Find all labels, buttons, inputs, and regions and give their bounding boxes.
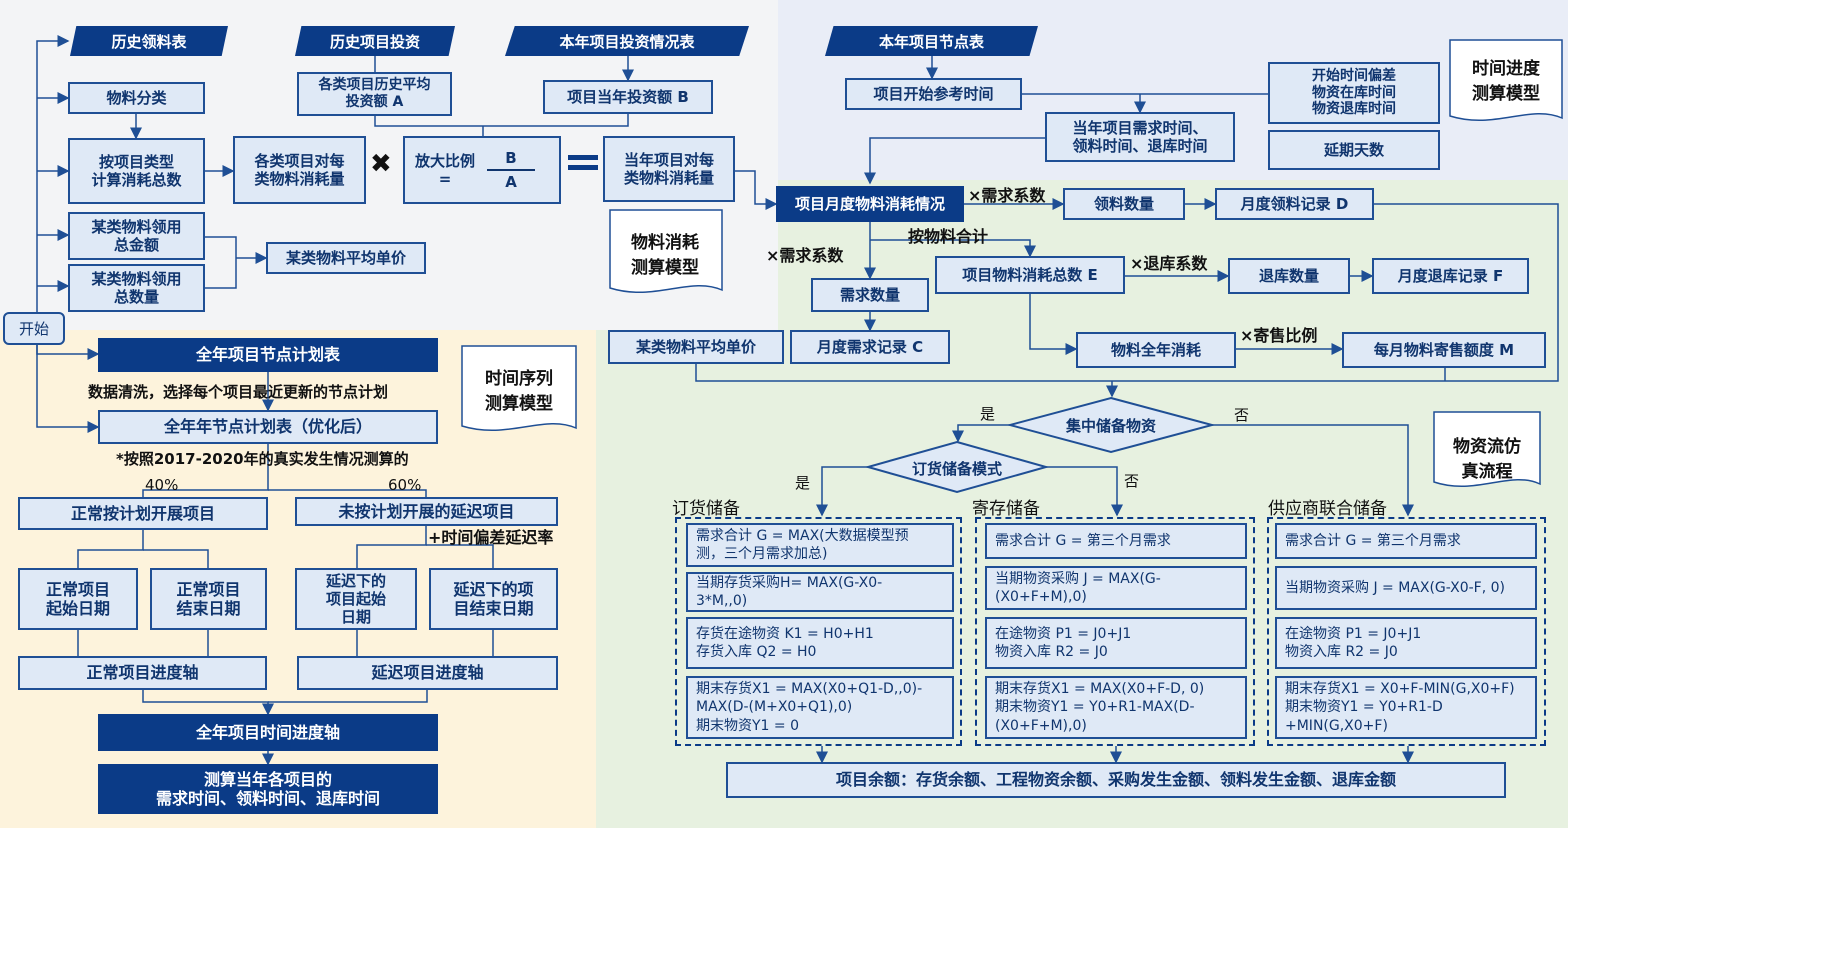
order-row-2: 当期存货采购H= MAX(G-X0- 3*M,,0) — [686, 572, 954, 612]
sim-model-label: 物资流仿 真流程 — [1453, 437, 1521, 482]
normal-progress-axis: 正常项目进度轴 — [18, 656, 267, 690]
material-unit-price: 某类物料平均单价 — [266, 242, 426, 274]
col-consign-frame — [975, 517, 1255, 746]
optimized-plan: 全年年节点计划表（优化后） — [98, 410, 438, 444]
consign-row-2: 当期物资采购 J = MAX(G- (X0+F+M),0) — [985, 566, 1247, 610]
issue-quantity: 领料数量 — [1063, 188, 1185, 220]
monthly-issue-record: 月度领料记录 D — [1215, 188, 1374, 220]
consign-row-4: 期末存货X1 = MAX(X0+F-D, 0) 期末物资Y1 = Y0+R1-M… — [985, 676, 1247, 739]
normal-end-date: 正常项目 结束日期 — [150, 568, 267, 630]
cur-each-consumption: 当年项目对每 类物料消耗量 — [603, 136, 735, 202]
calc-times: 测算当年各项目的 需求时间、领料时间、退库时间 — [98, 764, 438, 814]
time-offsets: 开始时间偏差 物资在库时间 物资退库时间 — [1268, 62, 1440, 124]
hist-each-consumption: 各类项目对每 类物料消耗量 — [233, 136, 366, 204]
x-return-factor: ×退库系数 — [1130, 254, 1208, 273]
delay-days: 延期天数 — [1268, 130, 1440, 170]
issue-total-amount: 某类物料领用 总金额 — [68, 212, 205, 260]
delayed-progress-axis: 延迟项目进度轴 — [297, 656, 558, 690]
project-balance: 项目余额：存货余额、工程物资余额、采购发生金额、领料发生金额、退库金额 — [726, 762, 1506, 798]
annual-consumption: 物料全年消耗 — [1076, 332, 1236, 368]
annual-time-axis: 全年项目时间进度轴 — [98, 714, 438, 751]
seq-model-label: 时间序列 测算模型 — [485, 369, 553, 414]
delay-rate: +时间偏差延迟率 — [428, 528, 554, 547]
order-row-4: 期末存货X1 = MAX(X0+Q1-D,,0)- MAX(D-(M+X0+Q1… — [686, 676, 954, 739]
x-demand-factor-1: ×需求系数 — [968, 186, 1046, 205]
hist-investment-header: 历史项目投资 — [295, 26, 455, 56]
consign-row-3: 在途物资 P1 = J0+J1 物资入库 R2 = J0 — [985, 617, 1247, 669]
start-node: 开始 — [3, 312, 65, 345]
annual-node-plan: 全年项目节点计划表 — [98, 338, 438, 372]
node-table-header: 本年项目节点表 — [825, 26, 1038, 56]
joint-row-4: 期末存货X1 = X0+F-MIN(G,X0+F) 期末物资Y1 = Y0+R1… — [1275, 676, 1537, 739]
total-consumption-e: 项目物料消耗总数 E — [935, 256, 1125, 294]
col-joint-title: 供应商联合储备 — [1268, 499, 1387, 519]
source-note: *按照2017-2020年的真实发生情况测算的 — [116, 450, 409, 468]
delayed-end-date: 延迟下的项 目结束日期 — [429, 568, 558, 630]
demand-quantity: 需求数量 — [811, 278, 929, 312]
col-joint-frame — [1267, 517, 1546, 746]
cur-investment-amount: 项目当年投资额 B — [543, 80, 713, 114]
monthly-demand-record: 月度需求记录 C — [790, 330, 950, 364]
ratio-eq: = — [438, 170, 452, 188]
issue-total-quantity: 某类物料领用 总数量 — [68, 264, 205, 312]
joint-row-3: 在途物资 P1 = J0+J1 物资入库 R2 = J0 — [1275, 617, 1537, 669]
delayed-projects: 未按计划开展的延迟项目 — [295, 497, 558, 526]
ratio-label: 放大比例 — [415, 152, 476, 170]
x-consign-ratio: ×寄售比例 — [1240, 326, 1318, 345]
material-model-label: 物料消耗 测算模型 — [631, 233, 699, 278]
order-row-3: 存货在途物资 K1 = H0+H1 存货入库 Q2 = H0 — [686, 617, 954, 669]
joint-row-1: 需求合计 G = 第三个月需求 — [1275, 523, 1537, 559]
pct-normal: 40% — [145, 476, 179, 494]
normal-projects: 正常按计划开展项目 — [18, 497, 268, 530]
by-material-total: 按物料合计 — [908, 227, 989, 246]
central-reserve-decision: 集中储备物资 — [1065, 417, 1156, 435]
time-model-label: 时间进度 测算模型 — [1472, 59, 1540, 104]
col-order-frame — [675, 517, 962, 746]
material-classify: 物料分类 — [68, 82, 205, 114]
monthly-consumption: 项目月度物料消耗情况 — [776, 186, 964, 222]
monthly-consign-m: 每月物料寄售额度 M — [1342, 332, 1546, 368]
yes-label-1: 是 — [980, 405, 996, 423]
joint-row-2: 当期物资采购 J = MAX(G-X0-F, 0) — [1275, 566, 1537, 610]
ref-start-time: 项目开始参考时间 — [845, 78, 1022, 110]
flow-unit-price: 某类物料平均单价 — [608, 330, 784, 364]
consumption-by-type: 按项目类型 计算消耗总数 — [68, 138, 205, 204]
x-demand-factor-2: ×需求系数 — [766, 246, 844, 265]
need-times: 当年项目需求时间、 领料时间、退库时间 — [1045, 112, 1235, 162]
normal-start-date: 正常项目 起始日期 — [18, 568, 138, 630]
consign-row-1: 需求合计 G = 第三个月需求 — [985, 523, 1247, 559]
order-row-1: 需求合计 G = MAX(大数据模型预 测，三个月需求加总) — [686, 523, 954, 567]
hist-avg-investment: 各类项目历史平均 投资额 A — [297, 72, 452, 116]
ratio-numerator: B — [505, 149, 517, 167]
ratio-box: 放大比例 = B A — [403, 136, 561, 204]
yes-label-2: 是 — [795, 474, 811, 492]
monthly-return-record: 月度退库记录 F — [1372, 258, 1529, 294]
delayed-start-date: 延迟下的 项目起始 日期 — [295, 568, 417, 630]
hist-issue-header: 历史领料表 — [70, 26, 228, 56]
no-label-2: 否 — [1124, 472, 1140, 490]
cur-investment-header: 本年项目投资情况表 — [505, 26, 749, 56]
return-quantity: 退库数量 — [1228, 258, 1350, 294]
order-mode-decision: 订货储备模式 — [911, 460, 1002, 478]
pct-delay: 60% — [388, 476, 422, 494]
ratio-denominator: A — [505, 173, 517, 191]
no-label-1: 否 — [1234, 406, 1250, 424]
col-order-title: 订货储备 — [672, 499, 740, 519]
data-cleaning-note: 数据清洗，选择每个项目最近更新的节点计划 — [88, 383, 389, 401]
col-consign-title: 寄存储备 — [972, 499, 1040, 519]
